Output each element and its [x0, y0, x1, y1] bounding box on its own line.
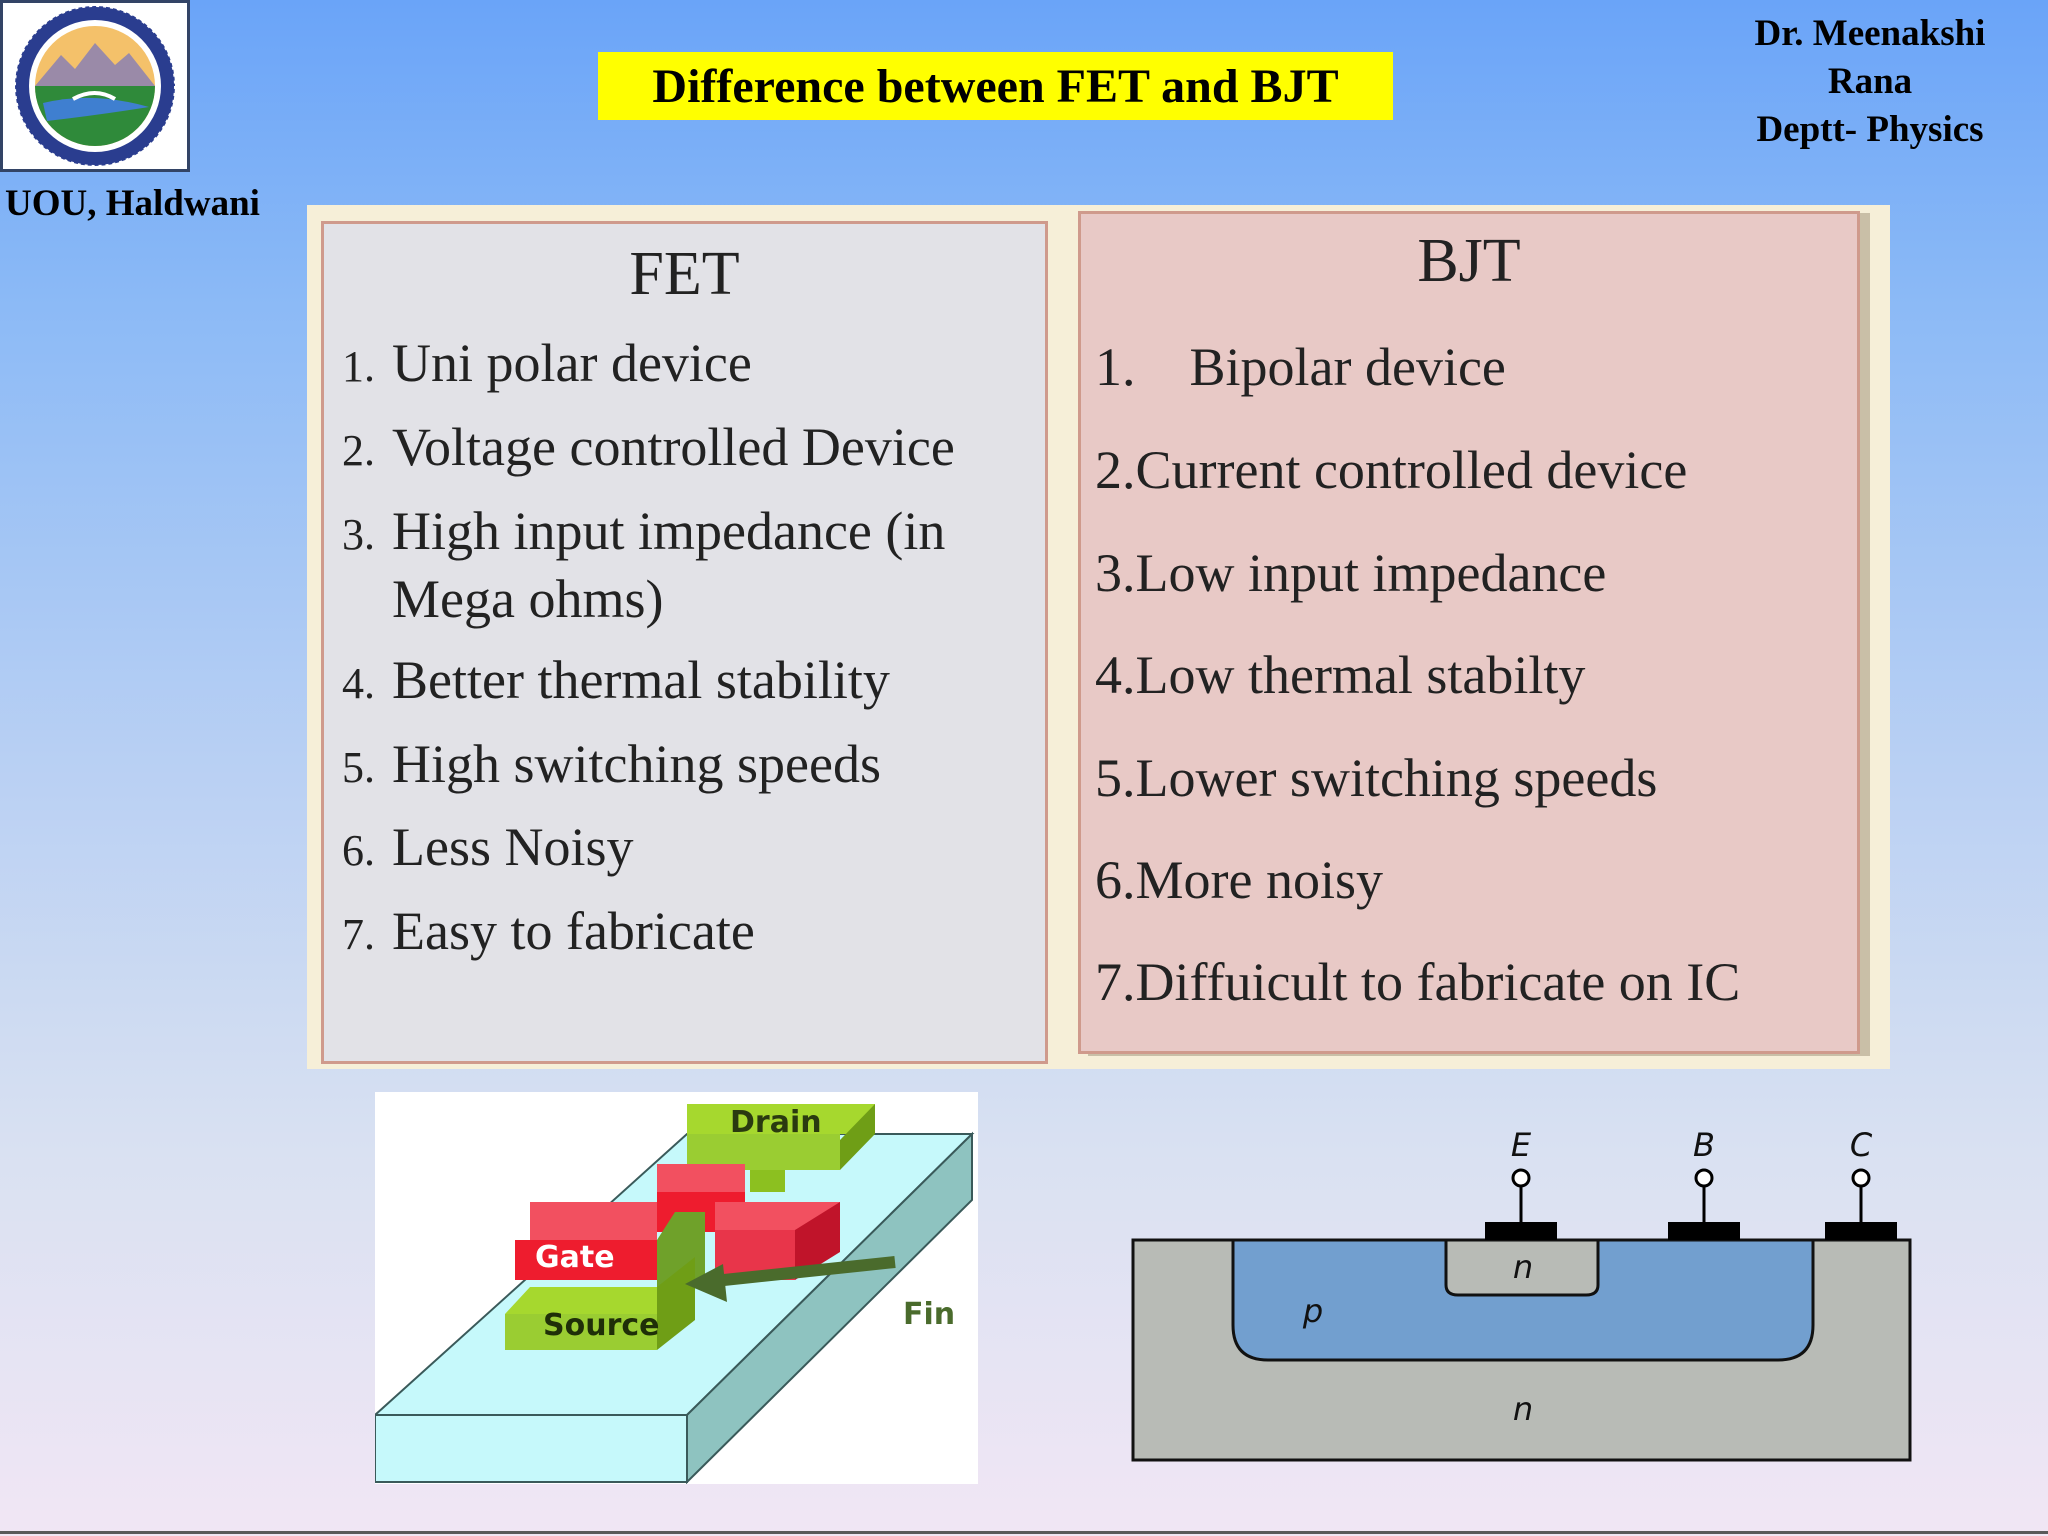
bjt-item: 2.Current controlled device	[1095, 440, 1688, 500]
fet-item: 3. High input impedance (in	[342, 498, 945, 568]
emitter-region	[1444, 1238, 1600, 1297]
fet-item-number: 6.	[342, 826, 375, 875]
finfet-diagram: Drain Gate Source Fin	[375, 1092, 978, 1484]
university-seal-icon	[14, 5, 176, 167]
emitter-terminal-label: E	[1511, 1126, 1532, 1164]
fet-item: 2. Voltage controlled Device	[342, 414, 955, 484]
fet-item-number: 2.	[342, 426, 375, 475]
fet-item-number: 3.	[342, 510, 375, 559]
gate-label: Gate	[535, 1240, 615, 1275]
fet-item-text: Voltage controlled Device	[392, 417, 955, 477]
fet-item-text: High input impedance (in	[392, 501, 946, 561]
fet-heading: FET	[629, 240, 740, 308]
bjt-item: 4.Low thermal stabilty	[1095, 645, 1586, 705]
fet-item-number: 7.	[342, 910, 375, 959]
title-banner: Difference between FET and BJT	[598, 52, 1393, 120]
fet-item-number: 5.	[342, 743, 375, 792]
collector-region-label: n	[1513, 1390, 1533, 1428]
base-terminal-label: B	[1693, 1126, 1715, 1164]
fet-item: 6. Less Noisy	[342, 814, 634, 884]
institute-name: UOU, Haldwani	[5, 183, 260, 224]
bottom-rule	[0, 1531, 2048, 1534]
bjt-panel: BJT 1. Bipolar device 2.Current controll…	[1078, 211, 1860, 1054]
comparison-table: FET 1. Uni polar device 2. Voltage control…	[307, 205, 1890, 1069]
fin-label: Fin	[903, 1297, 955, 1332]
source-label: Source	[543, 1308, 660, 1343]
author-line: Dr. Meenakshi	[1754, 13, 1986, 54]
fet-item: 7. Easy to fabricate	[342, 898, 755, 968]
fet-item: 4. Better thermal stability	[342, 647, 890, 717]
bjt-item: 1. Bipolar device	[1095, 337, 1506, 397]
fet-item: 5. High switching speeds	[342, 731, 881, 801]
substrate-front	[375, 1414, 688, 1483]
fet-item-text: Uni polar device	[392, 333, 752, 393]
fet-item-number: 4.	[342, 659, 375, 708]
drain-label: Drain	[730, 1105, 822, 1140]
substrate-side	[686, 1131, 973, 1484]
fet-panel: FET 1. Uni polar device 2. Voltage control…	[321, 221, 1048, 1064]
fet-item-text: High switching speeds	[392, 734, 881, 794]
author-line: Deptt- Physics	[1756, 109, 1984, 150]
slide-title: Difference between FET and BJT	[652, 59, 1339, 113]
university-logo	[0, 0, 190, 172]
bjt-item: 3.Low input impedance	[1095, 543, 1607, 603]
emitter-region-label: n	[1513, 1248, 1533, 1286]
fet-item-text: Better thermal stability	[392, 650, 890, 710]
fet-item: 1. Uni polar device	[342, 330, 752, 400]
fet-item-number: 1.	[342, 342, 375, 391]
bjt-item: 5.Lower switching speeds	[1095, 748, 1658, 808]
base-region-label: p	[1302, 1292, 1323, 1330]
bjt-item: 6.More noisy	[1095, 850, 1383, 910]
bjt-heading: BJT	[1417, 227, 1521, 295]
fet-item-text: Less Noisy	[392, 817, 634, 877]
bjt-structure-diagram: E B C n p n	[1128, 1120, 1913, 1465]
bjt-item: 7.Diffuicult to fabricate on IC	[1095, 952, 1741, 1012]
fet-item-continuation: Mega ohms)	[392, 569, 664, 629]
fet-item-text: Easy to fabricate	[392, 901, 755, 961]
base-region	[1231, 1238, 1815, 1362]
author-line: Rana	[1827, 61, 1913, 102]
collector-terminal-label: C	[1850, 1126, 1873, 1164]
author-block: Dr. Meenakshi Rana Deptt- Physics	[1700, 10, 2040, 154]
